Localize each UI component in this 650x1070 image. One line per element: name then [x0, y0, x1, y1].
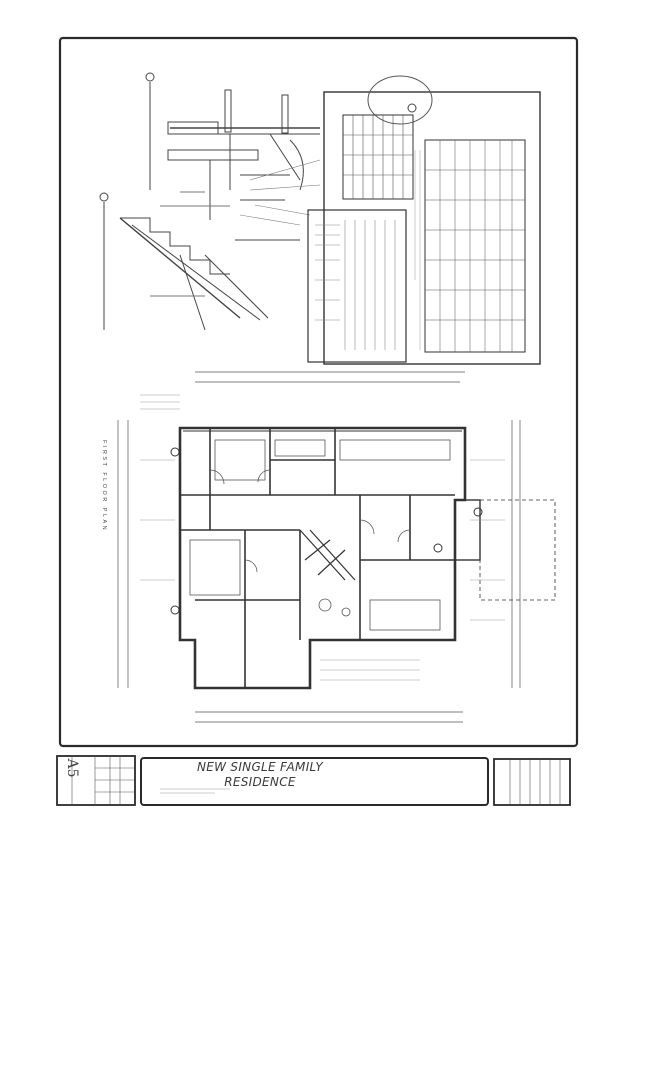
project-title: NEW SINGLE FAMILY RESIDENCE: [160, 760, 360, 790]
sheet-number: A5: [64, 758, 80, 778]
sheet-border: [58, 36, 579, 748]
first-floor-plan: [117, 371, 556, 723]
porch-detail: [145, 72, 321, 241]
project-title-line-1: NEW SINGLE FAMILY: [196, 760, 324, 774]
stair-detail: [99, 191, 269, 331]
title-block: [56, 755, 571, 806]
project-title-line-2: RESIDENCE: [224, 775, 296, 789]
notes-block: [307, 75, 541, 365]
floor-plan-label: FIRST FLOOR PLAN: [101, 440, 107, 532]
